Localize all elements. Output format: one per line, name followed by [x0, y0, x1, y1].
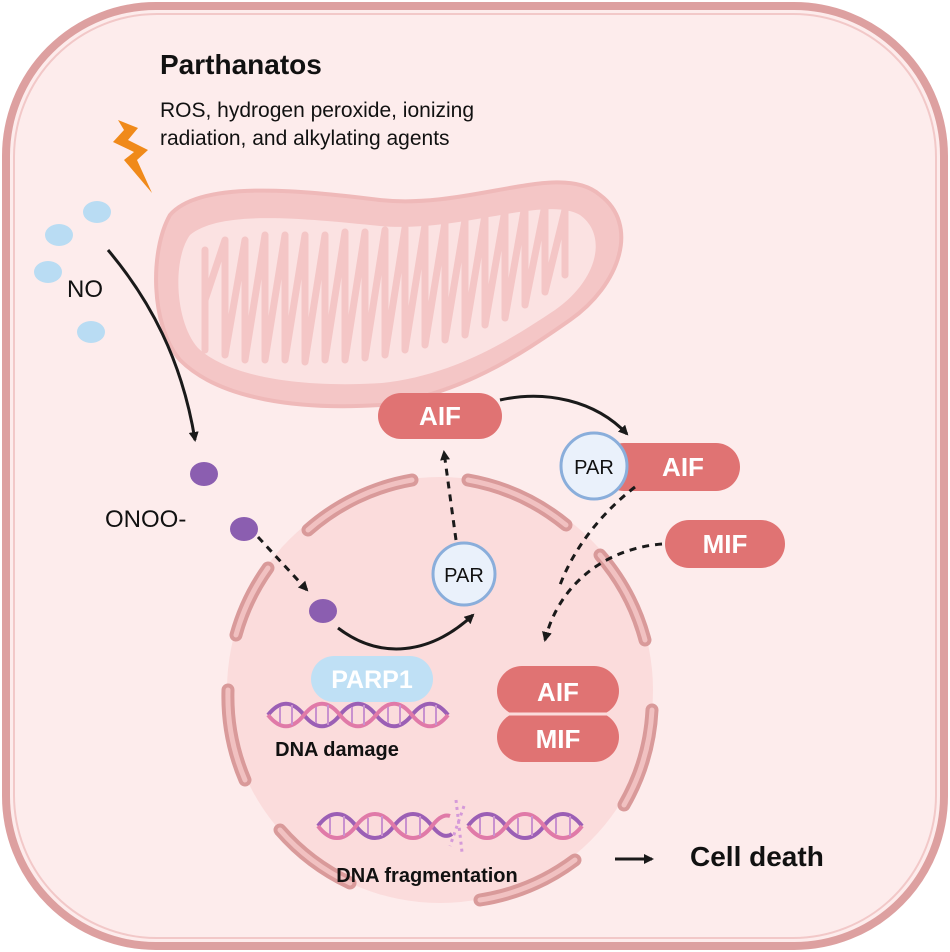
- mif-label-cyto: MIF: [703, 529, 748, 559]
- onoo-molecule-1: [190, 462, 218, 486]
- aif-pill-mito: [378, 393, 502, 439]
- subtitle-line-2: radiation, and alkylating agents: [160, 127, 450, 150]
- lightning-icon: [113, 120, 152, 193]
- par-circle-complex: [559, 431, 629, 501]
- onoo-molecule-nuclear: [309, 599, 337, 623]
- subtitle-line-1: ROS, hydrogen peroxide, ionizing: [160, 99, 474, 122]
- onoo-label: ONOO-: [105, 506, 186, 533]
- parp1-pill: [311, 656, 433, 702]
- dna-fragmentation-label: DNA fragmentation: [336, 865, 517, 887]
- aif-pill-complex: [600, 443, 740, 491]
- dna-damage-label: DNA damage: [275, 739, 399, 761]
- arrow-complex-to-nucleus: [558, 485, 636, 586]
- mif-label-nucleus: MIF: [536, 724, 581, 754]
- dna-damage-helix: [266, 701, 450, 729]
- par-label-complex: PAR: [574, 457, 614, 479]
- no-label: NO: [67, 276, 103, 303]
- nuclear-envelope-inner: [225, 477, 655, 903]
- parp1-label: PARP1: [331, 666, 413, 694]
- nucleus: [227, 477, 653, 903]
- aif-pill-nucleus: [497, 666, 619, 716]
- mif-pill-nucleus: [497, 712, 619, 762]
- mitochondrion: [154, 180, 624, 409]
- par-circle-nucleus: [431, 541, 497, 607]
- aif-label-mito: AIF: [419, 401, 461, 431]
- arrow-to-par: [337, 613, 475, 651]
- cell-death-label: Cell death: [690, 841, 824, 872]
- no-molecules: [34, 201, 111, 343]
- dna-fragmentation-helix: [316, 799, 584, 853]
- arrow-aif-to-complex: [499, 394, 629, 436]
- mif-pill-cyto: [665, 520, 785, 568]
- onoo-molecule-2: [230, 517, 258, 541]
- arrow-mif-to-nucleus: [542, 542, 663, 642]
- aif-label-complex: AIF: [662, 452, 704, 482]
- par-label-nucleus: PAR: [444, 565, 484, 587]
- cell-membrane-inner: [13, 13, 937, 939]
- arrow-no-to-onoo: [106, 249, 199, 442]
- diagram-title: Parthanatos: [160, 49, 322, 80]
- arrow-par-to-aif: [440, 450, 458, 541]
- aif-label-nucleus: AIF: [537, 677, 579, 707]
